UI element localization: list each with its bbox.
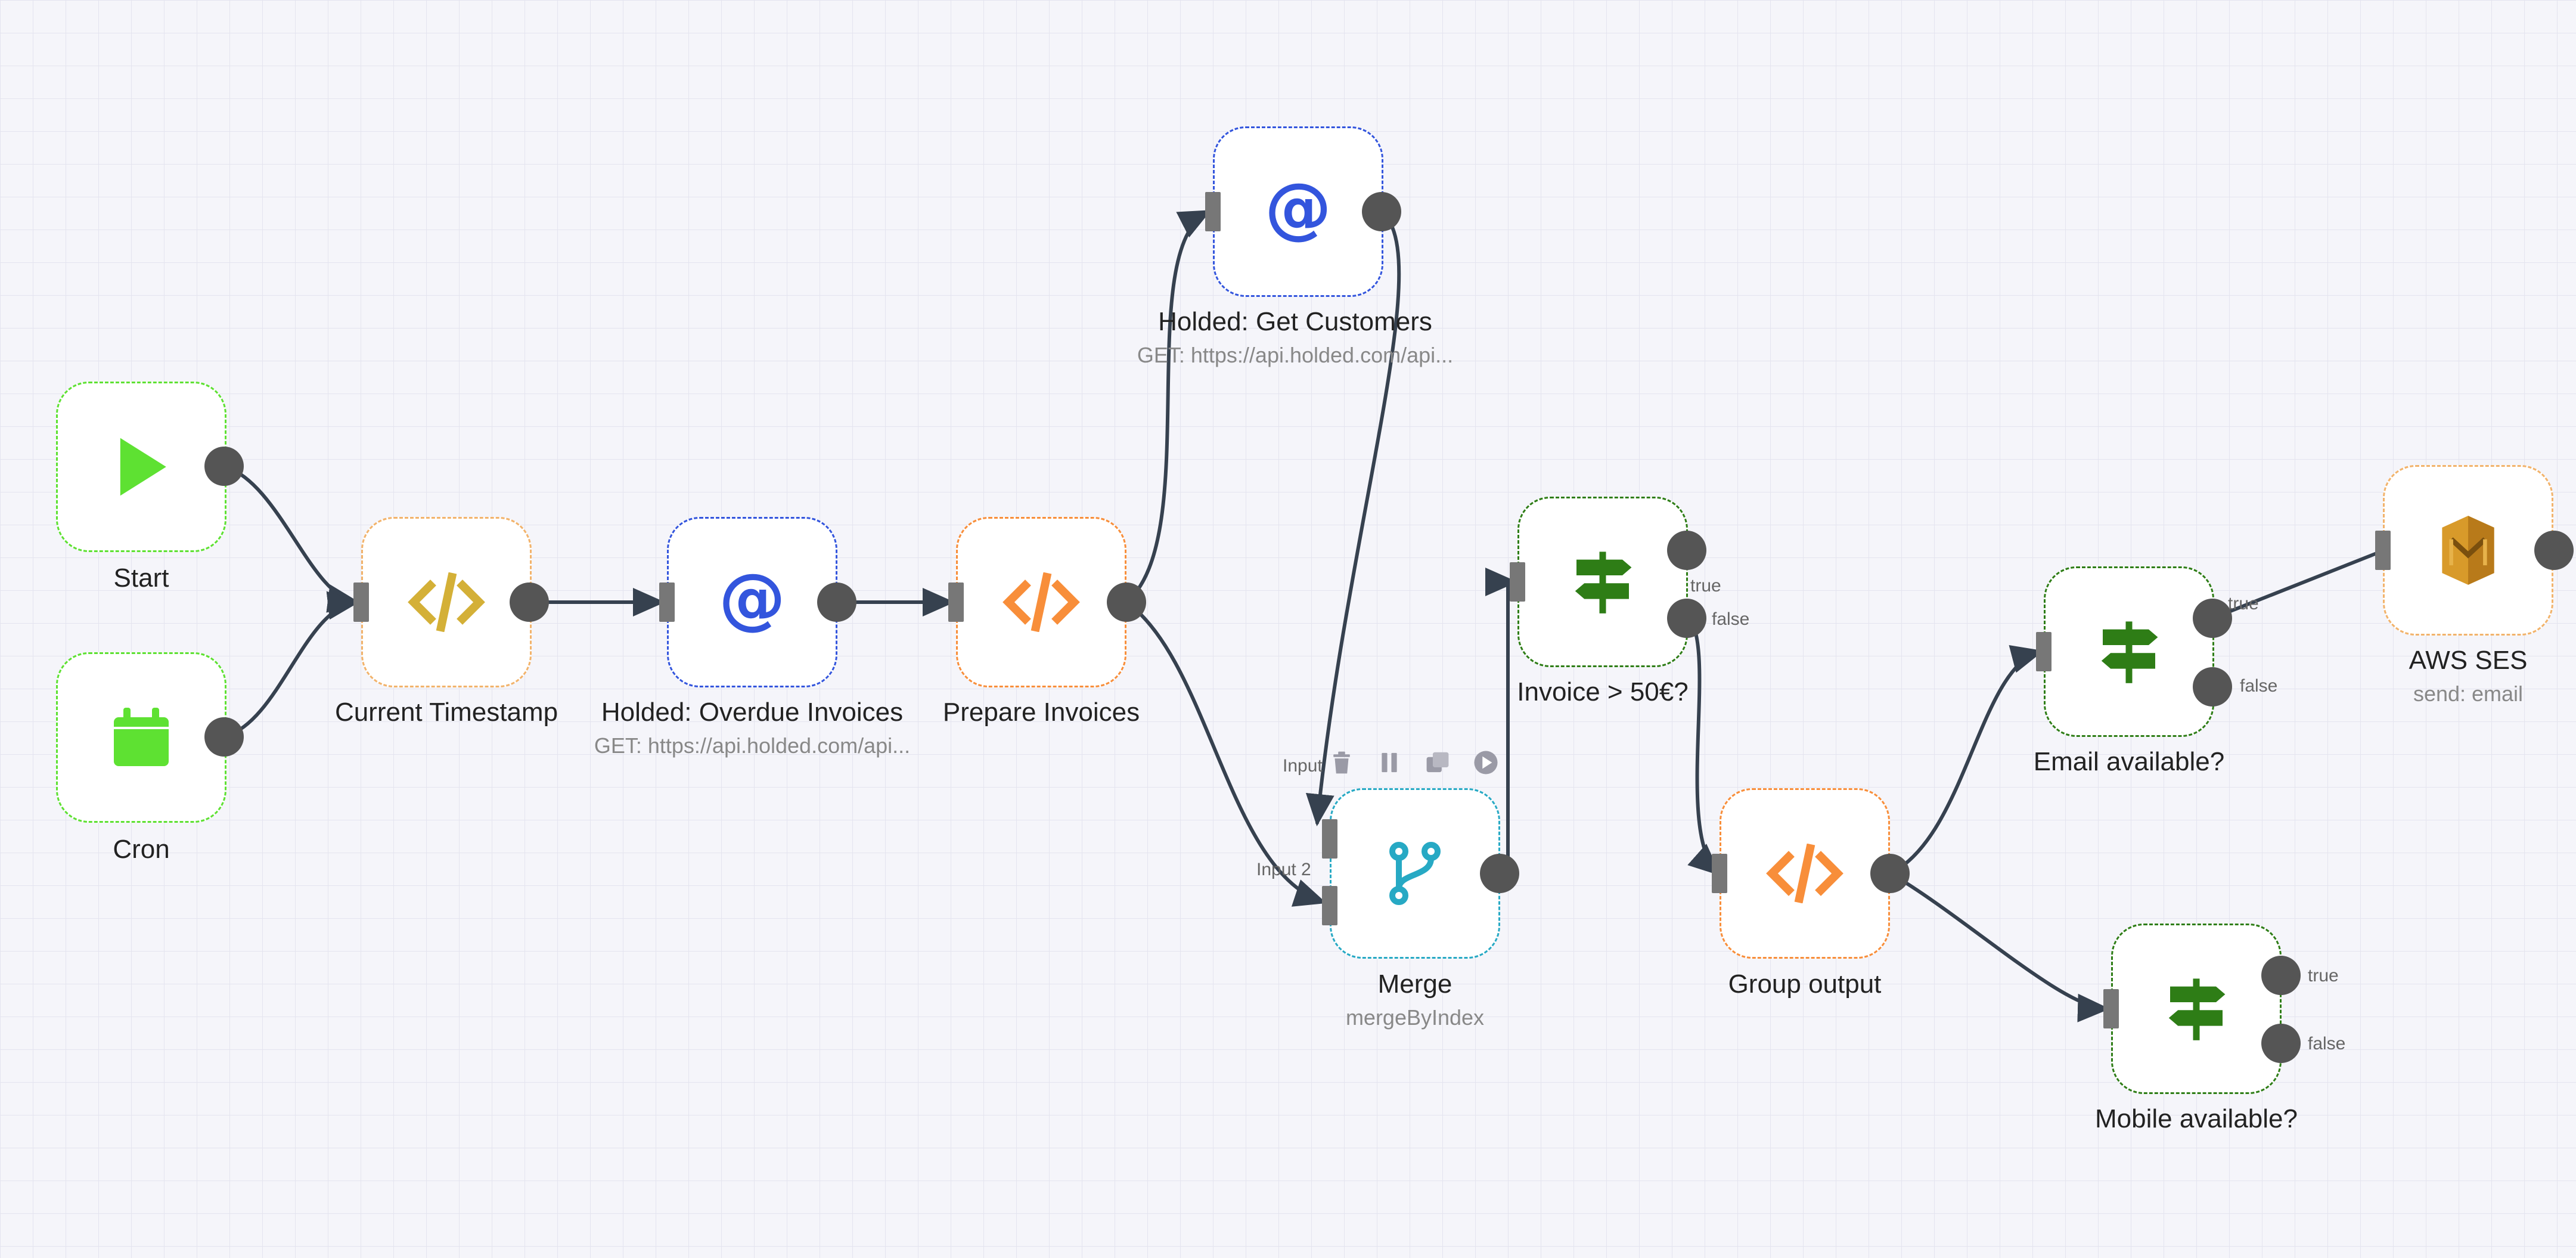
wire-cron-timestamp bbox=[222, 591, 360, 739]
prepare-invoices-node[interactable] bbox=[956, 517, 1126, 687]
prepare-invoices-label: Prepare Invoices bbox=[942, 698, 1140, 727]
wire-group-email bbox=[1889, 645, 2044, 875]
prepare-invoices-output-port[interactable] bbox=[1107, 582, 1146, 622]
mobile-available-true-label: true bbox=[2308, 966, 2339, 986]
pause-icon[interactable] bbox=[1376, 749, 1403, 776]
signpost-icon bbox=[1575, 551, 1632, 613]
invoice-greater-50-false-label: false bbox=[1712, 609, 1750, 629]
merge-node[interactable] bbox=[1330, 788, 1500, 959]
duplicate-icon[interactable] bbox=[1424, 749, 1451, 776]
at-icon: @ bbox=[719, 566, 786, 637]
wire-prepare-customers bbox=[1125, 210, 1212, 604]
invoice-greater-50-true-label: true bbox=[1690, 576, 1721, 596]
aws-ses-icon bbox=[2442, 516, 2494, 585]
email-available-true-port[interactable] bbox=[2193, 599, 2232, 638]
svg-text:@: @ bbox=[719, 566, 786, 637]
email-available-node[interactable] bbox=[2044, 566, 2214, 737]
invoice-greater-50-node[interactable] bbox=[1517, 497, 1688, 667]
trash-icon[interactable] bbox=[1328, 749, 1355, 776]
wire-prepare-merge bbox=[1125, 600, 1327, 907]
play-circle-icon[interactable] bbox=[1472, 749, 1500, 776]
email-available-false-label: false bbox=[2240, 676, 2278, 696]
start-label: Start bbox=[113, 563, 169, 593]
holded-get-customers-subtitle: GET: https://api.holded.com/api... bbox=[1137, 343, 1454, 367]
at-icon: @ bbox=[1265, 176, 1332, 247]
current-timestamp-node[interactable] bbox=[361, 517, 532, 687]
group-output-label: Group output bbox=[1728, 969, 1882, 999]
holded-overdue-invoices-input-port[interactable] bbox=[659, 582, 675, 622]
merge-input2-label: Input 2 bbox=[1256, 860, 1311, 879]
invoice-greater-50-input-port[interactable] bbox=[1510, 562, 1525, 602]
cron-label: Cron bbox=[113, 835, 170, 864]
signpost-icon bbox=[2101, 621, 2158, 683]
svg-text:@: @ bbox=[1265, 176, 1332, 247]
aws-ses-node[interactable] bbox=[2383, 465, 2553, 636]
current-timestamp-output-port[interactable] bbox=[510, 582, 549, 622]
mobile-available-true-port[interactable] bbox=[2261, 956, 2301, 995]
holded-overdue-invoices-output-port[interactable] bbox=[817, 582, 856, 622]
holded-overdue-invoices-subtitle: GET: https://api.holded.com/api... bbox=[594, 733, 911, 758]
play-icon bbox=[120, 438, 166, 496]
group-output-input-port[interactable] bbox=[1712, 854, 1727, 893]
cron-output-port[interactable] bbox=[204, 717, 244, 757]
mobile-available-false-port[interactable] bbox=[2261, 1024, 2301, 1063]
start-node[interactable] bbox=[56, 382, 226, 552]
aws-ses-input-port[interactable] bbox=[2375, 531, 2391, 570]
mobile-available-label: Mobile available? bbox=[2095, 1104, 2298, 1133]
holded-get-customers-node[interactable]: @ bbox=[1213, 126, 1383, 297]
merge-input1-port[interactable] bbox=[1322, 819, 1337, 859]
email-available-false-port[interactable] bbox=[2193, 667, 2232, 707]
holded-get-customers-output-port[interactable] bbox=[1362, 192, 1401, 231]
code-icon bbox=[1766, 844, 1843, 903]
current-timestamp-label: Current Timestamp bbox=[334, 698, 558, 727]
mobile-available-input-port[interactable] bbox=[2103, 989, 2119, 1028]
aws-ses-subtitle: send: email bbox=[2413, 681, 2524, 706]
merge-subtitle: mergeByIndex bbox=[1345, 1005, 1485, 1030]
code-icon bbox=[408, 572, 485, 632]
invoice-greater-50-label: Invoice > 50€? bbox=[1517, 677, 1689, 707]
mobile-available-false-label: false bbox=[2308, 1034, 2346, 1054]
merge-branch-icon bbox=[1389, 842, 1441, 905]
cron-node[interactable] bbox=[56, 652, 226, 823]
wire-customers-merge bbox=[1305, 210, 1401, 826]
invoice-greater-50-false-port[interactable] bbox=[1667, 599, 1706, 638]
email-available-true-label: true bbox=[2228, 594, 2259, 613]
prepare-invoices-input-port[interactable] bbox=[948, 582, 964, 622]
email-available-input-port[interactable] bbox=[2036, 632, 2052, 671]
merge-label: Merge bbox=[1377, 969, 1453, 999]
aws-ses-label: AWS SES bbox=[2409, 646, 2528, 675]
mobile-available-node[interactable] bbox=[2111, 924, 2282, 1094]
holded-get-customers-label: Holded: Get Customers bbox=[1158, 307, 1432, 336]
group-output-node[interactable] bbox=[1720, 788, 1890, 959]
holded-get-customers-input-port[interactable] bbox=[1205, 192, 1221, 231]
merge-input2-port[interactable] bbox=[1322, 886, 1337, 925]
wire-group-mobile bbox=[1889, 872, 2110, 1022]
merge-output-port[interactable] bbox=[1480, 854, 1519, 893]
code-icon bbox=[1003, 572, 1080, 632]
group-output-output-port[interactable] bbox=[1870, 854, 1910, 893]
start-output-port[interactable] bbox=[204, 447, 244, 486]
merge-input1-label: Input bbox=[1283, 756, 1323, 776]
signpost-icon bbox=[2168, 978, 2226, 1040]
holded-overdue-invoices-node[interactable]: @ bbox=[667, 517, 837, 687]
holded-overdue-invoices-label: Holded: Overdue Invoices bbox=[601, 698, 904, 727]
wire-invoice-group bbox=[1687, 616, 1721, 876]
email-available-label: Email available? bbox=[2033, 747, 2225, 776]
aws-ses-output-port[interactable] bbox=[2534, 531, 2574, 570]
invoice-greater-50-true-port[interactable] bbox=[1667, 531, 1706, 570]
current-timestamp-input-port[interactable] bbox=[353, 582, 369, 622]
calendar-icon bbox=[114, 708, 169, 766]
wire-email-aws bbox=[2211, 550, 2383, 620]
